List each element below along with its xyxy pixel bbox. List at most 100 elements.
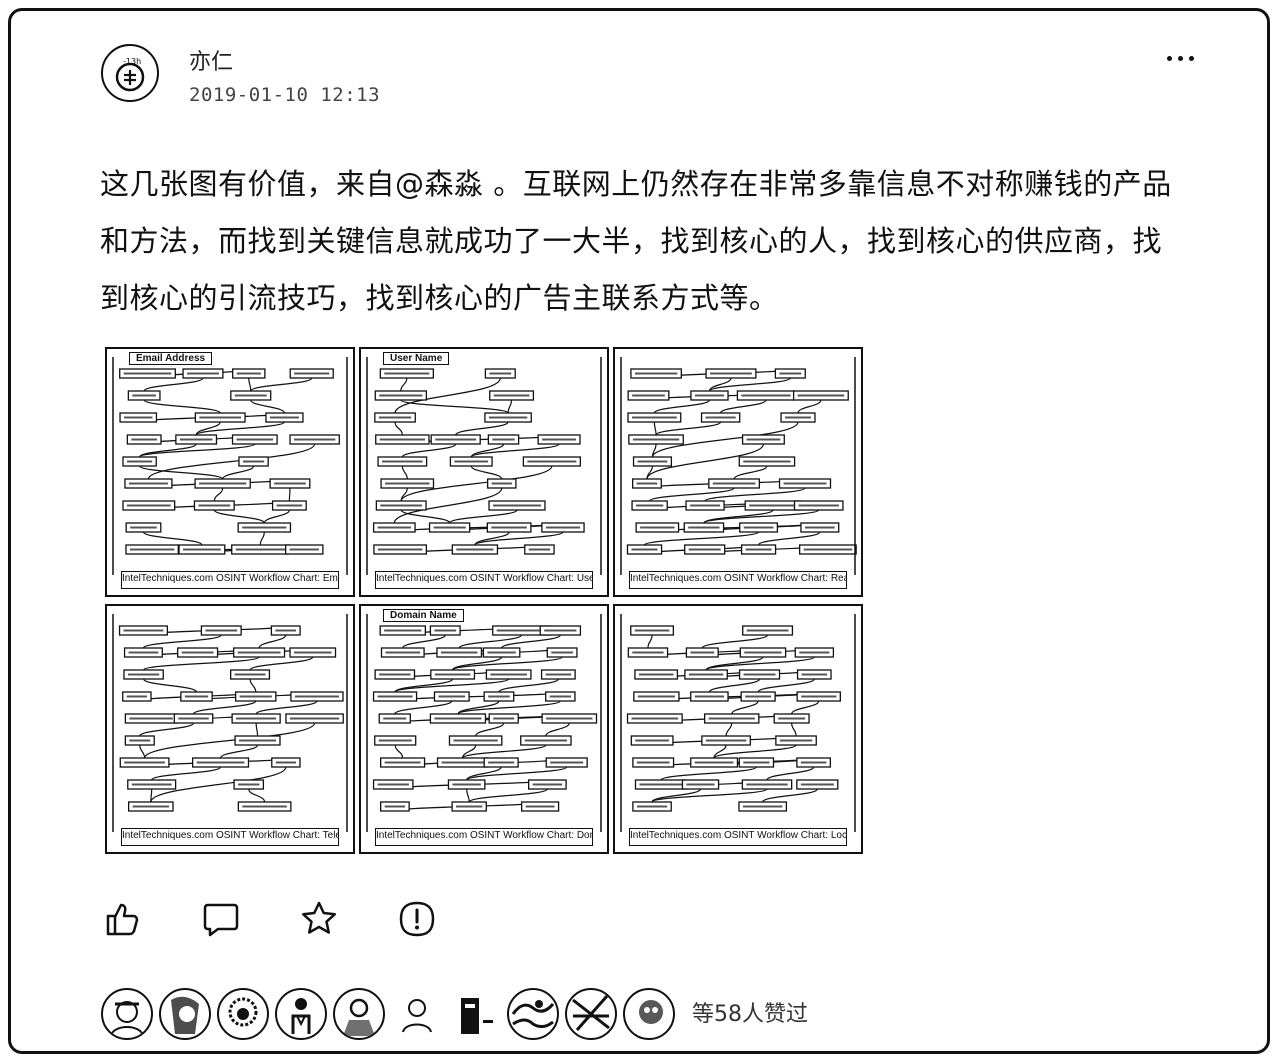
flowchart-node-text (710, 372, 752, 375)
liker-avatar[interactable] (623, 988, 675, 1040)
flowchart-node-text (453, 739, 498, 742)
flowchart-node-text (378, 739, 412, 742)
flowchart-connector (401, 465, 408, 480)
flowchart-connector (653, 399, 711, 414)
likes-count-text[interactable]: 等58人赞过 (692, 1002, 808, 1027)
liker-avatar[interactable] (101, 988, 153, 1040)
flowchart-node-text (632, 394, 665, 397)
flowchart-connector (258, 634, 287, 649)
flowchart-node-text (694, 394, 725, 397)
flowchart-node-text (746, 783, 788, 786)
flowchart-connector (147, 443, 316, 480)
liker-avatar[interactable] (391, 988, 443, 1040)
favorite-button[interactable] (300, 900, 338, 938)
flowchart-connector (498, 678, 559, 693)
flowchart-node-text (545, 526, 581, 529)
flowchart-node-text (743, 526, 774, 529)
flowchart-node-text (384, 372, 430, 375)
liker-avatar[interactable] (507, 988, 559, 1040)
flowchart-node-text (712, 482, 756, 485)
flowchart-node-text (131, 783, 172, 786)
flowchart-node-text (234, 394, 267, 397)
more-options-button[interactable] (1160, 46, 1200, 70)
flowchart-node-text (549, 695, 571, 698)
flowchart-node-text (129, 717, 173, 720)
flowchart-node-text (550, 761, 584, 764)
flowchart-connector (470, 465, 503, 480)
liker-avatar[interactable] (217, 988, 269, 1040)
flowchart-node-text (196, 761, 245, 764)
post-image[interactable]: Domain Name IntelTechniques.com OSINT Wo… (359, 604, 609, 854)
flowchart-connector (195, 421, 221, 436)
flowchart-connector (701, 634, 769, 649)
flowchart-node-text (199, 482, 247, 485)
flowchart-node-text (129, 739, 151, 742)
flowchart-node-text (488, 695, 510, 698)
flowchart-node-text (294, 695, 339, 698)
flowchart-lines (366, 614, 602, 832)
like-button[interactable] (104, 900, 142, 938)
flowchart-node-text (694, 695, 725, 698)
flowchart-node-text (385, 482, 430, 485)
flowchart-connector (255, 722, 259, 737)
flowchart-node-text (127, 504, 171, 507)
flowchart-node-text (238, 783, 260, 786)
flowchart-connector (213, 487, 224, 502)
flowchart-connector (455, 421, 509, 436)
flowchart-node-text (778, 717, 806, 720)
comment-button[interactable] (202, 900, 240, 938)
flowchart-node-text (489, 372, 512, 375)
flowchart-connector (143, 399, 221, 414)
flowchart-node-text (487, 651, 516, 654)
liker-avatar[interactable] (449, 988, 501, 1040)
flowchart-connector (213, 509, 265, 524)
flowchart-node-text (639, 783, 683, 786)
flowchart-node-text (631, 548, 658, 551)
flowchart-connector (651, 788, 702, 803)
flowchart-node-text (294, 438, 336, 441)
flowchart-connector (394, 744, 404, 759)
flowchart-connector (192, 700, 257, 715)
flowchart-node-text (743, 761, 770, 764)
post-image[interactable]: User Name IntelTechniques.com OSINT Work… (359, 347, 609, 597)
flowchart-node-text (632, 651, 664, 654)
author-name[interactable]: 亦仁 (189, 50, 234, 75)
flowchart-node-text (187, 372, 219, 375)
flowchart-connector (651, 421, 799, 458)
flowchart-connector (394, 377, 501, 414)
flowchart-node-text (294, 372, 330, 375)
flowchart-connector (402, 634, 446, 649)
more-dot-icon (1166, 55, 1172, 61)
flowchart-connector (400, 399, 509, 414)
flowchart-node-text (743, 460, 791, 463)
flowchart-connector (249, 656, 314, 671)
flowchart-lines (112, 357, 348, 575)
flowchart-node-text (491, 526, 527, 529)
flowchart-node-text (382, 460, 423, 463)
author-avatar[interactable]: -13h (101, 44, 159, 102)
flowchart-connector (250, 399, 286, 414)
liker-avatar[interactable] (565, 988, 617, 1040)
flowchart-node-text (205, 629, 238, 632)
flowchart-node-text (236, 717, 277, 720)
flowchart-connector (394, 421, 403, 436)
liker-avatar[interactable] (159, 988, 211, 1040)
post-image[interactable]: IntelTechniques.com OSINT Workflow Chart… (613, 347, 863, 597)
flowchart-connector (400, 377, 408, 392)
flowchart-connector (475, 722, 505, 737)
flowchart-node-text (377, 783, 409, 786)
liker-avatar[interactable] (275, 988, 327, 1040)
flowchart-node-text (631, 717, 679, 720)
flowchart-connector (250, 377, 313, 392)
flowchart-connector (457, 700, 561, 715)
post-image[interactable]: Email Address IntelTechniques.com OSINT … (105, 347, 355, 597)
report-button[interactable] (398, 900, 436, 938)
comment-icon (203, 903, 239, 937)
image-grid: Email Address IntelTechniques.com OSINT … (105, 347, 863, 854)
flowchart-connector (249, 678, 257, 693)
liker-avatar[interactable] (333, 988, 385, 1040)
flowchart-connector (219, 744, 259, 759)
post-image[interactable]: IntelTechniques.com OSINT Workflow Chart… (105, 604, 355, 854)
flowchart-node-text (178, 717, 209, 720)
post-image[interactable]: IntelTechniques.com OSINT Workflow Chart… (613, 604, 863, 854)
